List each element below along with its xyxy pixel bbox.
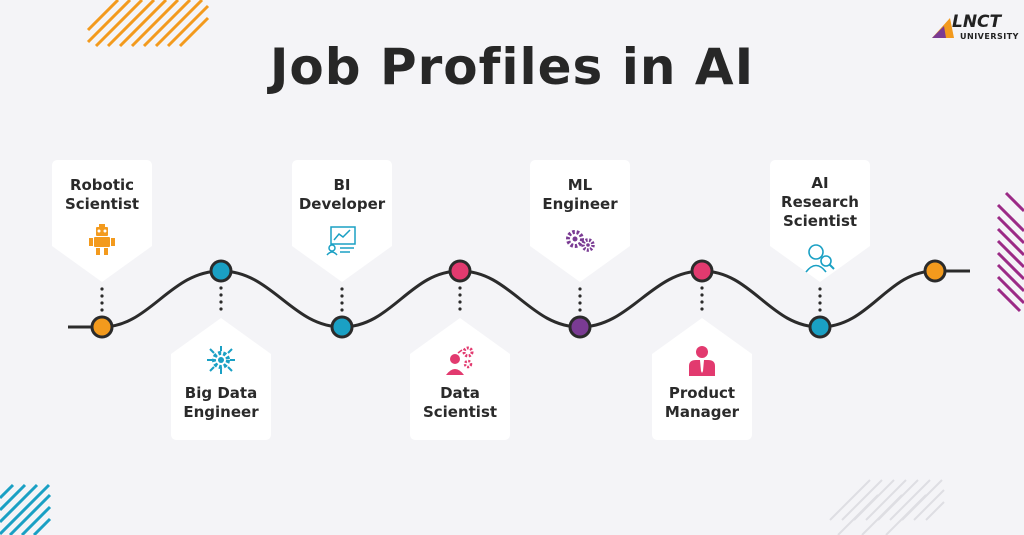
researcher-icon [804,241,836,273]
timeline-node [90,315,114,339]
dotted-connector [100,287,104,312]
card-background [292,160,392,282]
logo-main-text: LNCT [952,12,1002,32]
dotted-connector [818,287,822,312]
lnct-logo: LNCT UNIVERSITY [930,12,1019,44]
manager-icon [686,344,718,376]
dotted-connector [578,287,582,312]
gears-icon [564,224,596,256]
card-label-line: Manager [664,403,740,421]
card-label-line: Product [668,384,736,402]
timeline-node [568,315,592,339]
card-label-line: ML [567,176,593,194]
scientist-gears-icon [444,344,476,376]
robot-icon [86,224,118,256]
dotted-connector [700,286,704,311]
timeline-node [690,259,714,283]
timeline-node [808,315,832,339]
card-label-line: Scientist [782,212,858,230]
logo-triangle-icon [932,18,954,38]
card-label-line: Scientist [422,403,498,421]
card-background [171,318,271,440]
card-background [52,160,152,282]
timeline-end-node [923,259,947,283]
card-label-line: Developer [298,195,386,213]
card-label-line: Big Data [184,384,258,402]
stripes-bottom-left [0,483,52,535]
stripes-top-left [86,0,210,48]
card-background [770,160,870,282]
timeline-node [448,259,472,283]
timeline-node [330,315,354,339]
card-label-line: BI [333,176,351,194]
card-background [410,318,510,440]
card-label-line: Robotic [69,176,135,194]
gear-network-icon [205,344,237,376]
card-label-line: Research [781,193,859,211]
dashboard-icon [326,224,358,256]
stripes-right [996,191,1024,313]
page-title: Job Profiles in AI [269,38,755,96]
card-background [530,160,630,282]
card-label-line: Data [440,384,480,402]
timeline-node [209,259,233,283]
stripes-bottom-right [829,479,945,535]
card-label-line: Engineer [542,195,618,213]
card-label-line: Engineer [183,403,259,421]
card-label-line: AI [811,174,829,192]
card-background [652,318,752,440]
dotted-connector [219,286,223,311]
dotted-connector [340,287,344,312]
card-label-line: Scientist [64,195,140,213]
dotted-connector [458,286,462,311]
logo-sub-text: UNIVERSITY [960,32,1019,41]
